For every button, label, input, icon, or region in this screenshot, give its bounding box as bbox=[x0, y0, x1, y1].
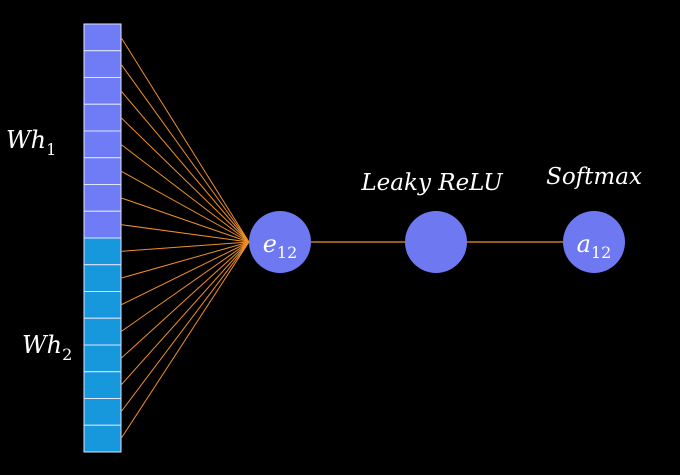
wh2-vector-cell bbox=[83, 264, 122, 292]
leaky-relu-label: Leaky ReLU bbox=[360, 170, 504, 196]
wh2-vector-cell bbox=[83, 424, 122, 453]
vector-to-e12-connector bbox=[120, 197, 250, 243]
vector-to-e12-connector bbox=[120, 170, 250, 243]
vector-to-e12-connector bbox=[120, 90, 250, 243]
e12-node-label: e12 bbox=[263, 230, 298, 262]
vector-to-e12-connector bbox=[120, 241, 250, 306]
wh2-vector-cell bbox=[83, 317, 122, 346]
vector-to-e12-connector bbox=[120, 224, 250, 243]
wh1-vector-cell bbox=[83, 157, 122, 185]
vector-to-e12-connector bbox=[120, 241, 250, 279]
wh2-vector-cell bbox=[83, 371, 122, 399]
vector-to-e12-connector bbox=[120, 241, 250, 333]
wh2-vector-cell bbox=[83, 291, 122, 319]
wh1-vector-cell bbox=[83, 103, 122, 132]
vector-to-e12-connector bbox=[120, 241, 250, 359]
wh1-vector-cell bbox=[83, 130, 122, 159]
wh1-label: Wh1 bbox=[6, 126, 56, 159]
wh1-vector-cell bbox=[83, 50, 122, 78]
wh1-vector-cell bbox=[83, 23, 122, 52]
vector-to-e12-connector bbox=[120, 117, 250, 243]
wh1-vector-cell bbox=[83, 77, 122, 105]
vector-to-e12-connector bbox=[120, 63, 250, 243]
a12-node bbox=[563, 211, 625, 273]
vector-to-e12-connector bbox=[120, 143, 250, 243]
leaky-relu-node bbox=[405, 211, 467, 273]
wh1-vector-cell bbox=[83, 184, 122, 212]
concatenated-vector bbox=[83, 23, 122, 453]
wh2-vector-cell bbox=[83, 398, 122, 426]
vector-to-e12-connector bbox=[120, 37, 250, 243]
softmax-label: Softmax bbox=[546, 164, 642, 190]
e12-node bbox=[249, 211, 311, 273]
vector-to-e12-connector bbox=[120, 241, 250, 386]
vector-to-e12-connector bbox=[120, 241, 250, 439]
vector-to-e12-connector bbox=[120, 241, 250, 252]
wh2-vector-cell bbox=[83, 237, 122, 266]
vector-to-e12-connector bbox=[120, 241, 250, 413]
wh1-vector-cell bbox=[83, 210, 122, 239]
connector-lines bbox=[120, 37, 250, 439]
wh2-label: Wh2 bbox=[22, 331, 72, 364]
wh2-vector-cell bbox=[83, 344, 122, 373]
a12-node-label: a12 bbox=[577, 230, 612, 262]
